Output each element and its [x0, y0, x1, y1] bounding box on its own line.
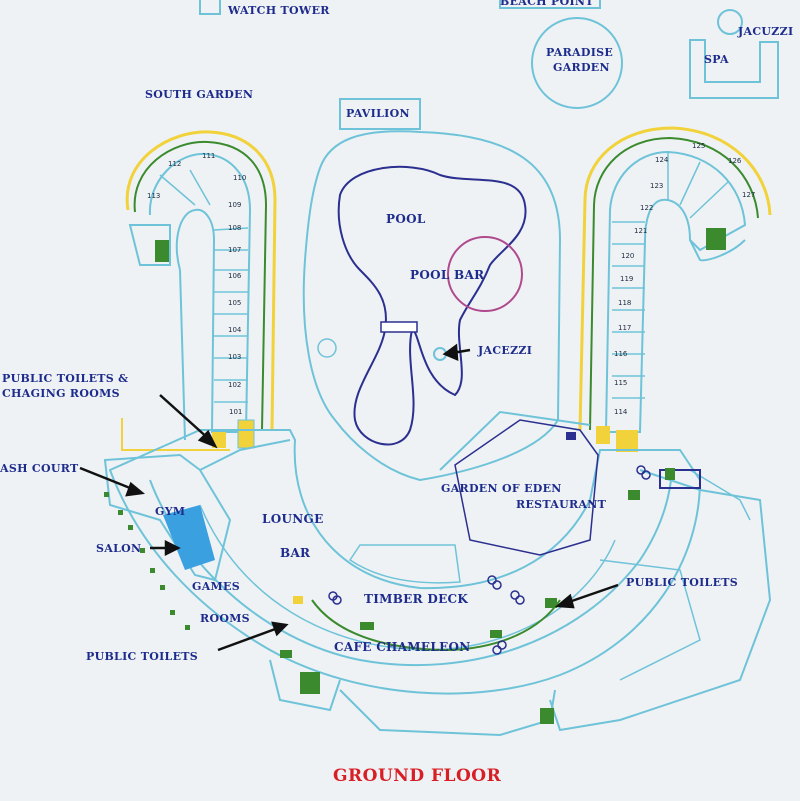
pavilion-box	[339, 98, 421, 130]
room-113: 113	[147, 192, 160, 200]
room-105: 105	[228, 299, 241, 307]
pavilion-label: PAVILION	[346, 107, 410, 120]
room-115: 115	[614, 379, 627, 387]
pool-deck	[302, 130, 562, 482]
squash-court-label: ASH COURT	[0, 462, 79, 475]
room-111: 111	[202, 152, 215, 160]
room-124: 124	[655, 156, 669, 164]
room-125: 125	[692, 142, 705, 150]
left-wing-walls	[148, 152, 252, 433]
garden-of-eden-label: GARDEN OF EDEN	[441, 482, 562, 495]
pool-label: POOL	[386, 212, 426, 226]
room-119: 119	[620, 275, 633, 283]
room-108: 108	[228, 224, 241, 232]
room-127: 127	[742, 191, 755, 199]
rooms-label: ROOMS	[200, 612, 250, 625]
bar-label: BAR	[280, 546, 311, 560]
main-building	[108, 429, 702, 695]
pool-shape	[337, 165, 527, 446]
public-toilets-changing-label-1: PUBLIC TOILETS &	[2, 372, 129, 385]
room-123: 123	[650, 182, 663, 190]
room-107: 107	[228, 246, 241, 254]
paradise-garden-circle	[531, 17, 623, 109]
public-toilets-changing-label-2: CHAGING ROOMS	[2, 387, 120, 400]
public-toilets-left-label: PUBLIC TOILETS	[86, 650, 198, 663]
garden-of-eden	[454, 419, 599, 556]
pool-bridge	[380, 321, 418, 333]
jacuzzi-pool-label: JACEZZI	[478, 344, 533, 357]
garden-label: GARDEN	[553, 61, 610, 74]
south-garden-label: SOUTH GARDEN	[145, 88, 254, 101]
room-112: 112	[168, 160, 181, 168]
cafe-chameleon-label: CAFE CHAMELEON	[334, 640, 471, 654]
watch-tower-box	[199, 0, 221, 15]
pool-bar-circle	[447, 236, 523, 312]
beach-point-box	[499, 0, 601, 9]
restaurant-label: RESTAURANT	[516, 498, 607, 511]
salon-label: SALON	[96, 542, 142, 555]
room-120: 120	[621, 252, 634, 260]
room-126: 126	[728, 157, 742, 165]
room-116: 116	[614, 350, 628, 358]
spa-building	[689, 39, 779, 99]
salon-fill	[163, 505, 215, 570]
paradise-label: PARADISE	[546, 46, 614, 59]
left-wing-outer-yellow	[125, 130, 277, 431]
room-101: 101	[229, 408, 242, 416]
room-117: 117	[618, 324, 631, 332]
right-wing-outer-yellow	[578, 126, 772, 431]
room-122: 122	[640, 204, 653, 212]
room-102: 102	[228, 381, 241, 389]
room-109: 109	[228, 201, 241, 209]
right-outbuildings	[549, 469, 772, 732]
pool-bar-label: POOL BAR	[410, 268, 485, 282]
room-118: 118	[618, 299, 631, 307]
spa-label: SPA	[704, 53, 729, 66]
jacuzzi-circle	[717, 9, 743, 35]
timber-deck-label: TIMBER DECK	[364, 592, 469, 606]
room-103: 103	[228, 353, 241, 361]
jacuzzi-top-label: JACUZZI	[738, 25, 794, 38]
public-toilets-right-label: PUBLIC TOILETS	[626, 576, 738, 589]
room-106: 106	[228, 272, 242, 280]
gym-label: GYM	[155, 505, 186, 518]
room-121: 121	[634, 227, 647, 235]
left-wing-room-numbers: 101 102 103 104 105 106 107 108 109 110 …	[147, 152, 246, 416]
room-114: 114	[614, 408, 628, 416]
right-wing-room-numbers: 114 115 116 117 118 119 120 121 122 123 …	[614, 142, 755, 416]
watch-tower-label: WATCH TOWER	[228, 4, 330, 17]
right-wing-walls	[604, 150, 747, 433]
room-104: 104	[228, 326, 242, 334]
games-label: GAMES	[192, 580, 240, 593]
lounge-label: LOUNGE	[262, 512, 324, 526]
room-110: 110	[233, 174, 246, 182]
left-annex	[103, 453, 232, 582]
beach-point-label: BEACH POINT	[500, 0, 594, 8]
floor-title: GROUND FLOOR	[333, 766, 502, 786]
